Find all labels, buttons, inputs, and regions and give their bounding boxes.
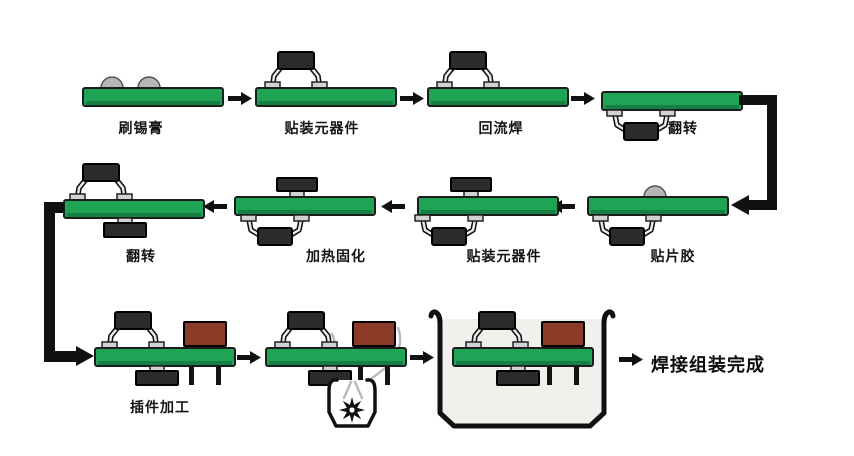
step-adhesive-board-icon: [587, 185, 729, 253]
step-label-insert: 插件加工: [130, 400, 190, 416]
step-wave-solder-board-icon: [265, 308, 407, 428]
step-label-cure: 加热固化: [306, 249, 366, 265]
flow-connector-left-bottom: [44, 351, 78, 362]
step-label-flip-2: 翻转: [126, 249, 156, 265]
arrow-left-icon: [731, 195, 749, 215]
step-label-reflow: 回流焊: [478, 121, 524, 137]
step-label-place-components-2: 贴装元器件: [466, 249, 542, 265]
step-label-solder-paste: 刷锡膏: [118, 121, 164, 137]
arrow-right-icon: [619, 353, 643, 366]
step-flip-2-board-icon: [63, 160, 205, 238]
arrow-right-icon: [76, 346, 94, 366]
flow-connector-right-bottom: [749, 200, 777, 210]
flow-connector-left-vertical: [44, 202, 55, 357]
step-place-components-2-board-icon: [408, 177, 559, 253]
flow-connector-right-vertical: [767, 95, 777, 210]
solder-tank-icon: [428, 303, 616, 429]
step-cure-board-icon: [234, 177, 376, 253]
step-label-adhesive: 贴片胶: [650, 249, 696, 265]
flow-connector-right-top: [739, 95, 777, 105]
step-insert-board-icon: [94, 308, 236, 386]
step-label-place-components-1: 贴装元器件: [284, 121, 360, 137]
flame-star-icon: [339, 397, 365, 423]
step-label-complete: 焊接组装完成: [651, 355, 765, 376]
step-label-flip-1: 翻转: [668, 121, 698, 137]
